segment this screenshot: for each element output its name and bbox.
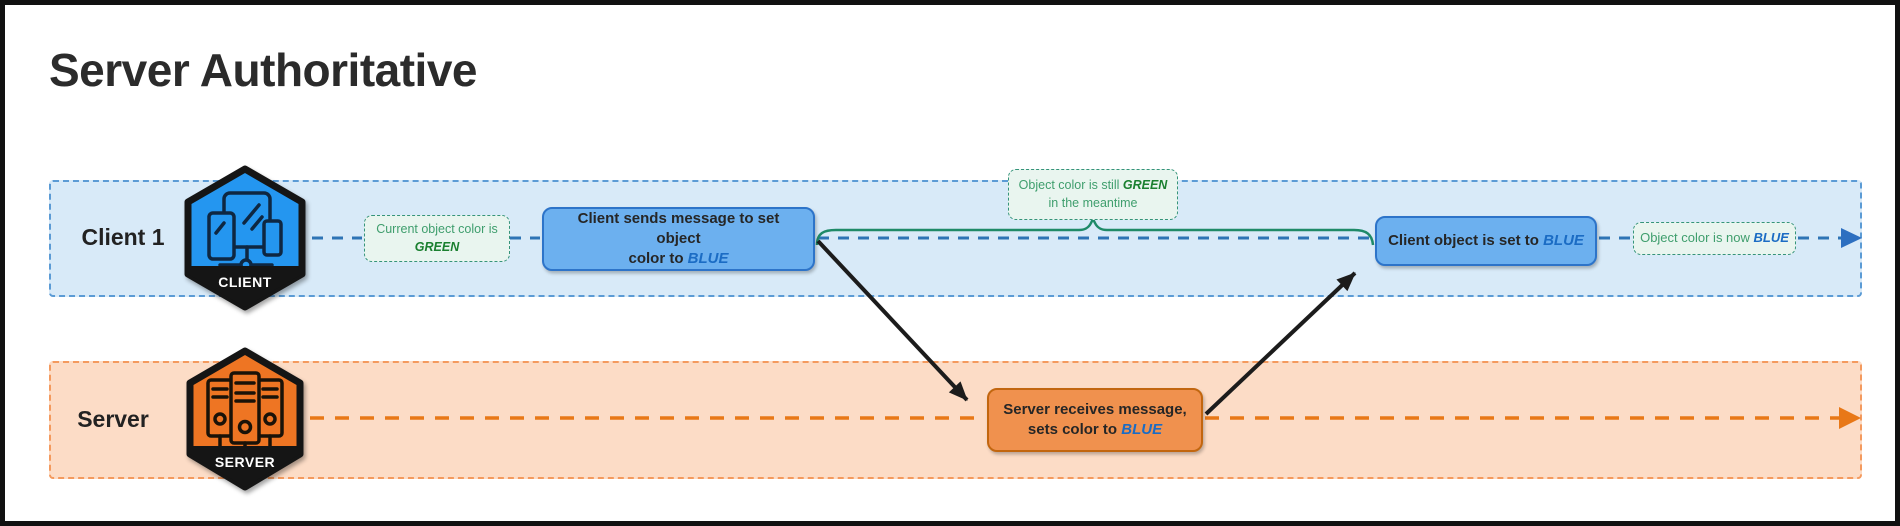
box-client-set-text: Client object is set to BLUE	[1388, 231, 1584, 249]
server-timeline-arrowhead-icon	[1839, 407, 1861, 429]
note-current-highlight: GREEN	[414, 239, 460, 254]
note-now-text: Object color is now BLUE	[1640, 230, 1789, 246]
box-client-send-line2: color to BLUE	[628, 250, 729, 268]
note-meantime-line2: in the meantime	[1048, 195, 1138, 210]
server-badge-label: SERVER	[215, 454, 275, 470]
note-current-color: Current object color is GREEN	[364, 215, 510, 262]
server-lane	[49, 361, 1862, 479]
box-client-set: Client object is set to BLUE	[1375, 216, 1597, 266]
meantime-brace	[815, 216, 1375, 246]
note-current-text: Current object color is	[376, 222, 498, 236]
note-meantime-line1: Object color is still GREEN	[1018, 178, 1168, 192]
box-client-send: Client sends message to set object color…	[542, 207, 815, 271]
box-server-receive: Server receives message, sets color to B…	[987, 388, 1203, 452]
box-server-receive-line1: Server receives message,	[1003, 400, 1187, 418]
note-meantime: Object color is still GREEN in the meant…	[1008, 169, 1178, 220]
connectors-layer	[310, 216, 1862, 429]
client-lane-label: Client 1	[81, 224, 165, 250]
client-timeline-arrowhead-icon	[1841, 228, 1862, 248]
box-client-send-line1: Client sends message to set object	[577, 209, 780, 247]
client-devices-icon	[207, 191, 283, 272]
note-now-blue: Object color is now BLUE	[1633, 222, 1796, 255]
server-badge: SERVER	[186, 347, 304, 491]
client-badge: CLIENT	[184, 165, 306, 311]
arrow-client-to-server	[816, 239, 969, 402]
page-title: Server Authoritative	[49, 44, 478, 96]
server-lane-label: Server	[77, 406, 149, 432]
client-badge-label: CLIENT	[218, 274, 272, 290]
box-server-receive-line2: sets color to BLUE	[1027, 421, 1163, 438]
arrow-server-to-client	[1204, 271, 1357, 416]
